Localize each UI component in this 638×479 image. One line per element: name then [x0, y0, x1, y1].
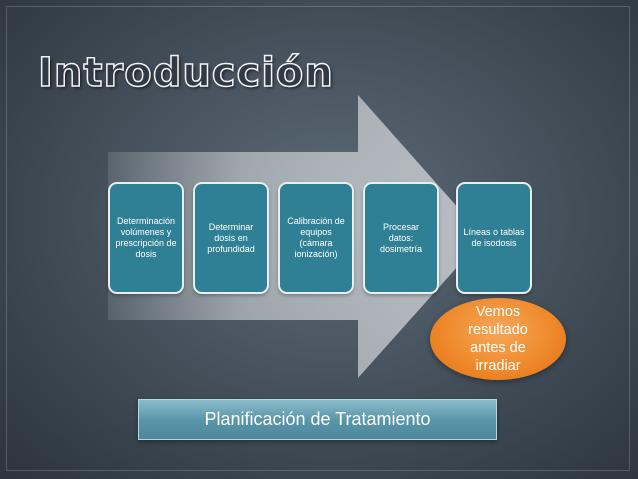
step-calibracion-equipos: Calibración de equipos (cámara ionizació…	[278, 182, 354, 294]
step-determinacion-volumenes: Determinación volúmenes y prescripción d…	[108, 182, 184, 294]
treatment-planning-banner: Planificación de Tratamiento	[138, 399, 497, 440]
step-determinar-dosis: Determinar dosis en profundidad	[193, 182, 269, 294]
step-lineas-isodosis: Líneas o tablas de isodosis	[456, 182, 532, 294]
step-procesar-datos: Procesar datos: dosimetría	[363, 182, 439, 294]
result-callout: Vemos resultado antes de irradiar	[430, 298, 566, 380]
slide-title: Introducción	[37, 49, 334, 97]
slide-frame	[6, 6, 630, 471]
